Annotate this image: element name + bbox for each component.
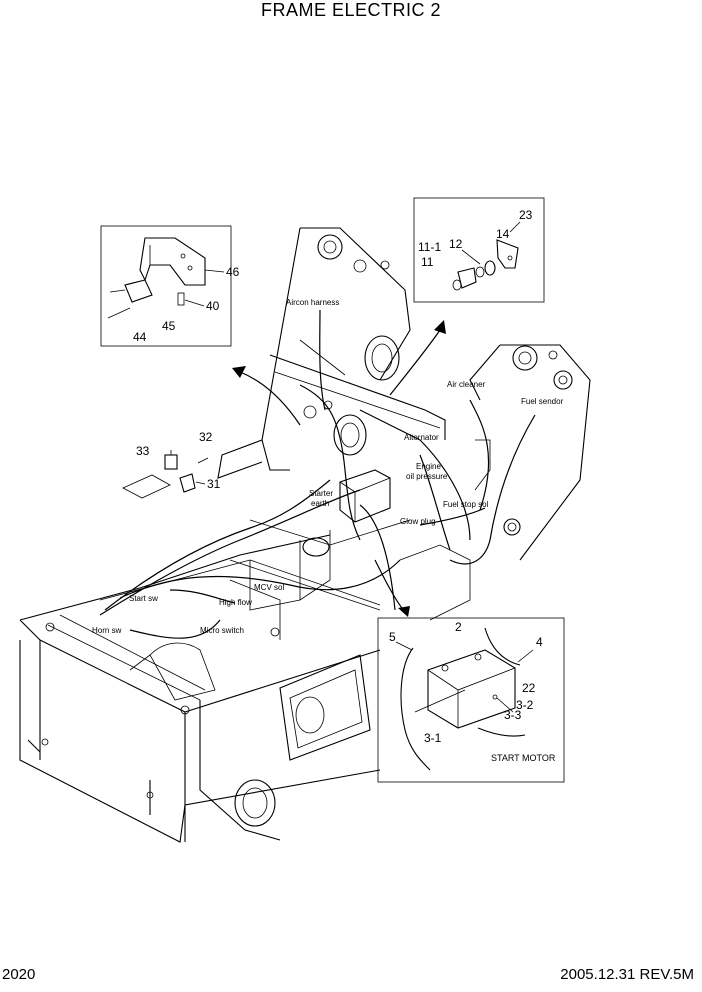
page-title: FRAME ELECTRIC 2	[260, 0, 442, 20]
callout-alternator: Alternator	[404, 433, 439, 442]
callout-fuel-stop-sol: Fuel stop sol	[443, 500, 489, 509]
part-number-44: 44	[133, 330, 147, 344]
part-number-3-3: 3-3	[504, 708, 522, 722]
part-number-32: 32	[199, 430, 213, 444]
part-number-5: 5	[389, 630, 396, 644]
part-number-45: 45	[162, 319, 176, 333]
callout-horn-sw: Horn sw	[92, 626, 122, 635]
part-number-46: 46	[226, 265, 240, 279]
callout-engine: Engine	[416, 462, 441, 471]
direction-arrows	[232, 320, 446, 617]
part-number-3-1: 3-1	[424, 731, 442, 745]
battery-main	[339, 469, 391, 523]
callout-fuel-sendor: Fuel sendor	[521, 397, 564, 406]
callout-starter: Starter	[309, 489, 333, 498]
date-revision: 2005.12.31 REV.5M	[560, 966, 694, 983]
part-number-14: 14	[496, 227, 510, 241]
callout-micro-switch: Micro switch	[200, 626, 244, 635]
page-number: 2020	[2, 966, 36, 983]
callout-start-sw: Start sw	[129, 594, 158, 603]
part-number-31: 31	[207, 477, 221, 491]
inset-bracket-relay: 46 40 45 44	[100, 225, 240, 347]
wire-harness	[99, 309, 536, 639]
part-number-40: 40	[206, 299, 220, 313]
part-number-33: 33	[136, 444, 150, 458]
callout-air-cleaner: Air cleaner	[447, 380, 486, 389]
start-motor-label: START MOTOR	[491, 753, 556, 763]
callout-glow-plug: Glow plug	[400, 517, 436, 526]
inset-battery-start-motor: 5 2 4 22 3-2 3-3 3-1 START MOTOR	[377, 617, 565, 783]
part-number-11: 11	[421, 255, 434, 269]
part-number-22: 22	[522, 681, 536, 695]
switch-assembly: 33 32 31	[122, 430, 221, 499]
callout-earth: earth	[311, 499, 329, 508]
callout-oil-pressure: oil pressure	[406, 472, 448, 481]
part-number-12: 12	[449, 237, 463, 251]
part-number-4: 4	[536, 635, 543, 649]
callout-mcv-sol: MCV sol	[254, 583, 284, 592]
callout-labels: Aircon harness Air cleaner Fuel sendor A…	[92, 298, 564, 635]
inset-sensor-bracket: 23 14 12 11-1 11	[413, 197, 545, 303]
part-number-3-2: 3-2	[516, 698, 534, 712]
part-number-23: 23	[519, 208, 533, 222]
part-number-2: 2	[455, 620, 462, 634]
machine-frame	[19, 227, 591, 843]
callout-aircon-harness: Aircon harness	[286, 298, 339, 307]
part-number-11-1: 11-1	[418, 240, 441, 254]
callout-high-flow: High flow	[219, 598, 252, 607]
